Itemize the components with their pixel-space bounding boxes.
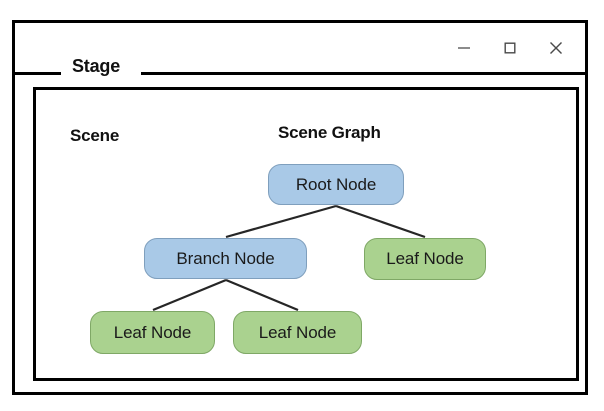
graph-node-leaf-right[interactable]: Leaf Node [364, 238, 486, 280]
graph-node-root[interactable]: Root Node [268, 164, 404, 205]
stage-title-label: Stage [67, 53, 126, 79]
scene-graph-title: Scene Graph [278, 123, 381, 142]
stage-window: Stage Scen [12, 20, 588, 395]
titlebar-divider-left [15, 72, 61, 75]
maximize-button[interactable] [487, 31, 533, 65]
graph-node-leaf-a[interactable]: Leaf Node [90, 311, 215, 354]
scene-label: Scene [70, 126, 120, 145]
minimize-icon [457, 41, 471, 55]
graph-node-leaf-b[interactable]: Leaf Node [233, 311, 362, 354]
window-controls [441, 31, 579, 65]
close-button[interactable] [533, 31, 579, 65]
titlebar-divider-right [141, 72, 585, 75]
close-icon [548, 40, 564, 56]
minimize-button[interactable] [441, 31, 487, 65]
graph-node-branch[interactable]: Branch Node [144, 238, 307, 279]
scene-panel: Scene Scene Graph Root Node Branch Node … [33, 87, 579, 381]
maximize-icon [503, 41, 517, 55]
